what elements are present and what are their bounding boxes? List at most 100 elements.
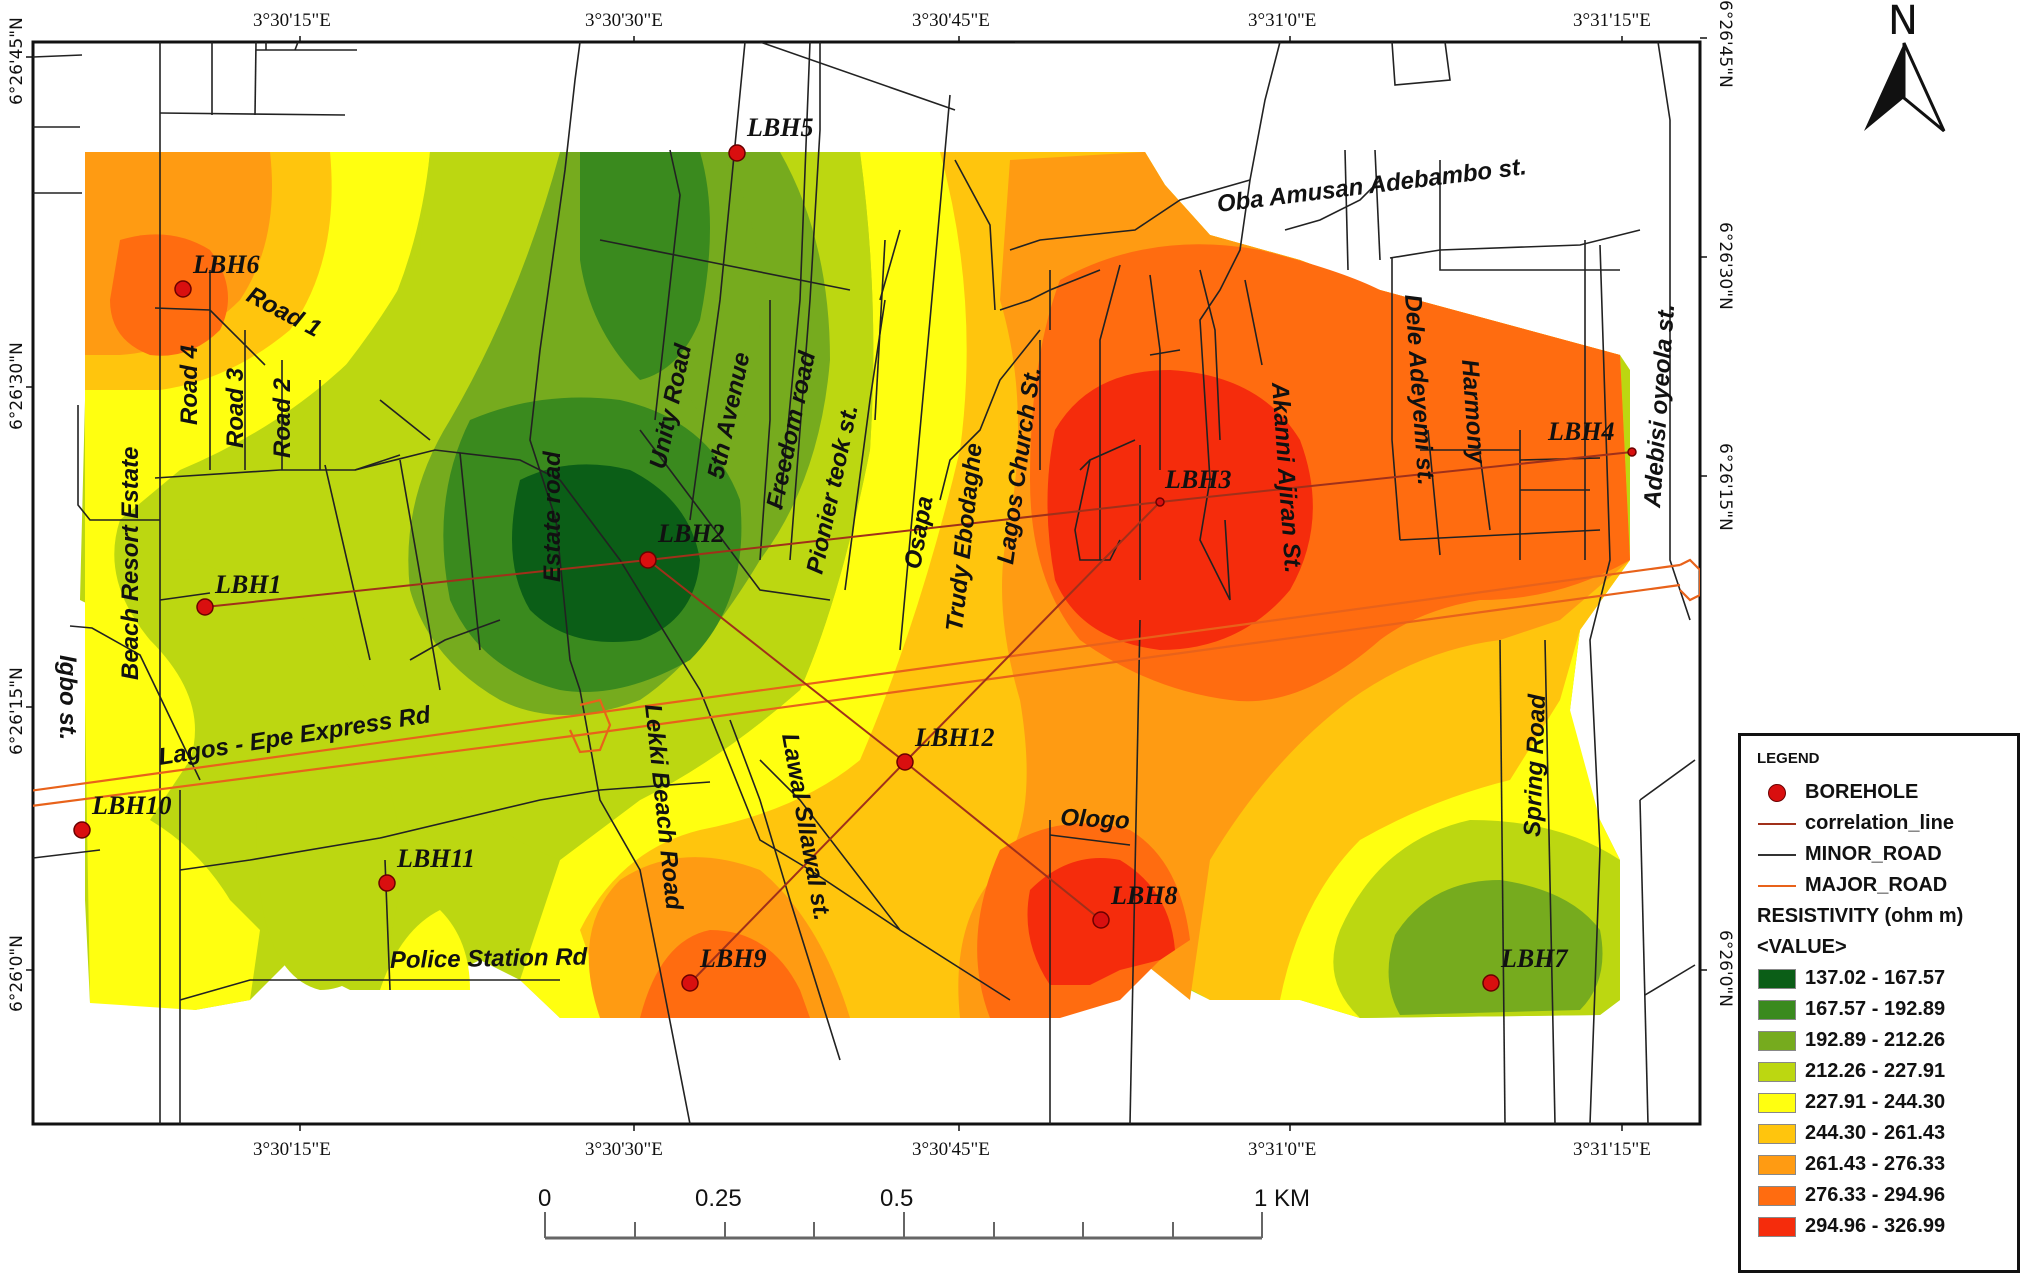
borehole-lbh12[interactable] xyxy=(896,753,914,771)
swatch-icon xyxy=(1758,1185,1796,1206)
label-adebisi: Adebisi oyeola st. xyxy=(1639,303,1680,509)
swatch-icon xyxy=(1758,999,1796,1020)
bottom-tick-4: 3°31'0"E xyxy=(1248,1139,1316,1160)
legend-item-label: MAJOR_ROAD xyxy=(1805,874,1948,896)
label-oba-amusan: Oba Amusan Adebambo st. xyxy=(1215,153,1528,218)
borehole-lbh5[interactable] xyxy=(728,144,746,162)
swatch-icon xyxy=(1758,1216,1796,1237)
borehole-lbh3[interactable] xyxy=(1155,497,1165,507)
legend-class-2: 167.57 - 192.89 xyxy=(1757,994,2003,1025)
legend-class-5: 227.91 - 244.30 xyxy=(1757,1087,2003,1118)
label-beach-resort: Beach Resort Estate xyxy=(117,447,144,680)
borehole-lbh1[interactable] xyxy=(196,598,214,616)
top-tick-1: 3°30'15"E xyxy=(253,10,331,31)
legend-class-label: 192.89 - 212.26 xyxy=(1805,1029,1946,1051)
legend-item-borehole: BOREHOLE xyxy=(1757,777,2003,808)
legend-class-label: 294.96 - 326.99 xyxy=(1805,1215,1946,1237)
label-lbh3: LBH3 xyxy=(1164,465,1231,494)
legend-item-label: MINOR_ROAD xyxy=(1805,843,1942,865)
left-tick-1: 6°26'45"N xyxy=(7,17,27,105)
borehole-lbh6[interactable] xyxy=(174,280,192,298)
label-lbh1: LBH1 xyxy=(214,570,281,599)
legend-class-label: 167.57 - 192.89 xyxy=(1805,998,1946,1020)
borehole-lbh7[interactable] xyxy=(1482,974,1500,992)
swatch-icon xyxy=(1758,1154,1796,1175)
legend-item-correlation: correlation_line xyxy=(1757,808,2003,839)
legend-item-minor-road: MINOR_ROAD xyxy=(1757,839,2003,870)
bottom-tick-5: 3°31'15"E xyxy=(1573,1139,1651,1160)
legend-resistivity-heading: RESISTIVITY (ohm m) xyxy=(1757,905,1964,927)
swatch-icon xyxy=(1758,968,1796,989)
label-lbh8: LBH8 xyxy=(1110,881,1177,910)
north-arrow-left-icon xyxy=(1864,43,1904,131)
label-igbo: Igbo st. xyxy=(54,655,81,740)
label-lbh10: LBH10 xyxy=(91,791,171,820)
legend-class-1: 137.02 - 167.57 xyxy=(1757,963,2003,994)
legend-item-label: correlation_line xyxy=(1805,812,1954,834)
legend-class-3: 192.89 - 212.26 xyxy=(1757,1025,2003,1056)
scale-label-1km: 1 KM xyxy=(1254,1185,1310,1212)
borehole-lbh11[interactable] xyxy=(378,874,396,892)
left-tick-4: 6°26'0"N xyxy=(7,935,27,1012)
legend-class-7: 261.43 - 276.33 xyxy=(1757,1149,2003,1180)
top-tick-4: 3°31'0"E xyxy=(1248,10,1316,31)
right-tick-3: 6°26'15"N xyxy=(1715,443,1735,531)
label-lbh12: LBH12 xyxy=(914,723,994,752)
correlation-line-icon xyxy=(1758,822,1796,825)
right-tick-4: 6°26'0"N xyxy=(1715,930,1735,1007)
label-lbh7: LBH7 xyxy=(1500,944,1568,973)
legend-class-label: 244.30 - 261.43 xyxy=(1805,1122,1946,1144)
label-road3: Road 3 xyxy=(222,367,249,448)
borehole-lbh10[interactable] xyxy=(73,821,91,839)
major-road xyxy=(33,558,1700,807)
right-tick-1: 6°26'45"N xyxy=(1715,0,1735,88)
swatch-icon xyxy=(1758,1061,1796,1082)
top-tick-3: 3°30'45"E xyxy=(912,10,990,31)
borehole-lbh2[interactable] xyxy=(639,551,657,569)
label-lbh11: LBH11 xyxy=(396,844,475,873)
scale-label-05: 0.5 xyxy=(880,1185,913,1212)
top-tick-2: 3°30'30"E xyxy=(585,10,663,31)
left-axis xyxy=(26,56,33,971)
top-tick-5: 3°31'15"E xyxy=(1573,10,1651,31)
bottom-tick-2: 3°30'30"E xyxy=(585,1139,663,1160)
legend-class-label: 276.33 - 294.96 xyxy=(1805,1184,1946,1206)
label-road4: Road 4 xyxy=(176,345,203,425)
legend-item-label: BOREHOLE xyxy=(1805,781,1919,803)
label-estate-road: Estate road xyxy=(539,450,566,582)
legend-value-heading: <VALUE> xyxy=(1757,936,1847,958)
legend-class-label: 137.02 - 167.57 xyxy=(1805,967,1946,989)
boreholes[interactable] xyxy=(73,144,1637,992)
label-ologo: Ologo xyxy=(1060,804,1131,835)
scale-bar xyxy=(544,1212,1263,1240)
resistivity-raster xyxy=(80,152,1630,1018)
borehole-icon xyxy=(1768,783,1786,802)
legend-title: LEGEND xyxy=(1757,750,1820,767)
swatch-icon xyxy=(1758,1092,1796,1113)
scale-label-0: 0 xyxy=(538,1185,551,1212)
right-axis xyxy=(1700,37,1707,971)
minor-roads xyxy=(33,42,1696,1124)
minor-road-icon xyxy=(1758,853,1796,856)
scale-label-025: 0.25 xyxy=(695,1185,742,1212)
borehole-lbh8[interactable] xyxy=(1092,911,1110,929)
legend-class-8: 276.33 - 294.96 xyxy=(1757,1180,2003,1211)
north-arrow-label: N xyxy=(1888,0,1918,44)
legend-item-major-road: MAJOR_ROAD xyxy=(1757,870,2003,901)
label-lbh2: LBH2 xyxy=(657,519,724,548)
left-tick-2: 6°26'30"N xyxy=(7,342,27,430)
legend-class-4: 212.26 - 227.91 xyxy=(1757,1056,2003,1087)
legend-class-label: 212.26 - 227.91 xyxy=(1805,1060,1946,1082)
label-lbh4: LBH4 xyxy=(1547,417,1614,446)
bottom-tick-1: 3°30'15"E xyxy=(253,1139,331,1160)
legend-class-6: 244.30 - 261.43 xyxy=(1757,1118,2003,1149)
borehole-lbh4[interactable] xyxy=(1627,447,1637,457)
swatch-icon xyxy=(1758,1030,1796,1051)
borehole-lbh9[interactable] xyxy=(681,974,699,992)
label-road2: Road 2 xyxy=(269,377,296,458)
top-axis xyxy=(299,36,1623,42)
legend-class-label: 227.91 - 244.30 xyxy=(1805,1091,1946,1113)
bottom-axis xyxy=(299,1124,1623,1131)
bottom-tick-3: 3°30'45"E xyxy=(912,1139,990,1160)
